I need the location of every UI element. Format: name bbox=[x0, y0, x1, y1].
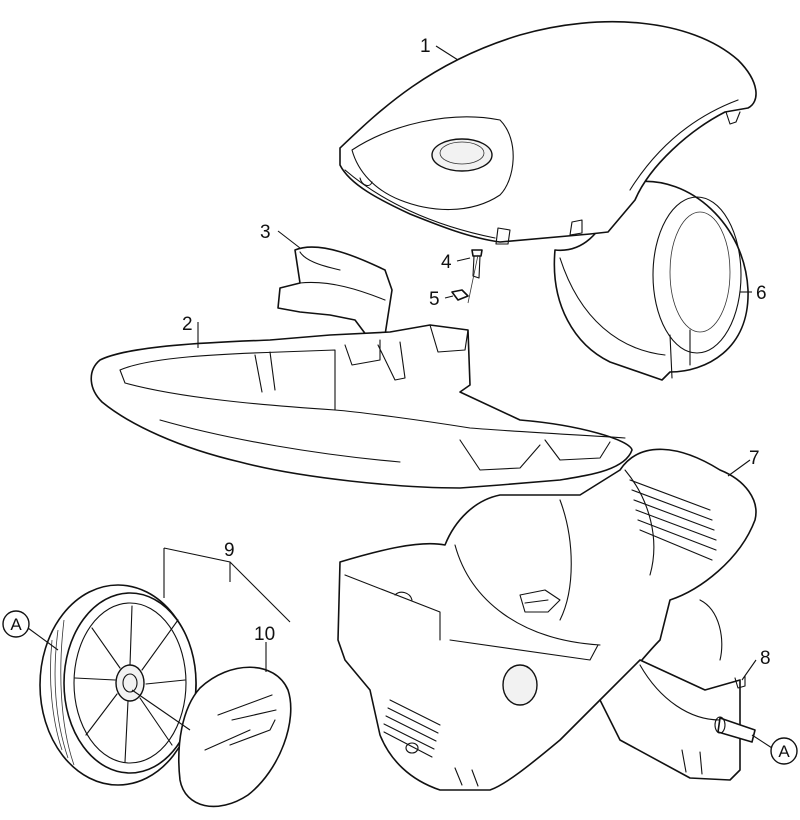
part-4-screw bbox=[471, 249, 483, 279]
leader-1 bbox=[435, 45, 459, 61]
callout-5: 5 bbox=[429, 289, 440, 310]
leader-8 bbox=[741, 659, 757, 681]
part-3-inner-bracket bbox=[277, 246, 393, 341]
callout-4: 4 bbox=[441, 252, 452, 273]
callout-6: 6 bbox=[756, 283, 767, 304]
part-10-hub-cap bbox=[178, 666, 292, 808]
leader-4 bbox=[456, 257, 471, 262]
leader-marker-right bbox=[751, 734, 773, 749]
part-9-wheel bbox=[39, 584, 197, 786]
leader-7 bbox=[727, 459, 751, 477]
callout-7: 7 bbox=[749, 448, 760, 469]
screw-axis-line bbox=[467, 254, 479, 304]
leader-marker-left bbox=[27, 627, 59, 651]
leader-3 bbox=[277, 230, 301, 249]
part-8-axle-bracket bbox=[599, 659, 756, 781]
callout-numbers: 1 2 3 4 5 6 7 8 9 10 bbox=[182, 36, 771, 669]
leader-lines bbox=[27, 45, 773, 749]
leader-9-bracket bbox=[163, 547, 291, 623]
leader-5 bbox=[444, 295, 454, 299]
marker-left-label: A bbox=[10, 615, 22, 634]
reference-marker-right: A bbox=[770, 737, 798, 765]
callout-2: 2 bbox=[182, 314, 193, 335]
callout-9: 9 bbox=[224, 540, 235, 561]
callout-8: 8 bbox=[760, 648, 771, 669]
leader-axle-left bbox=[131, 689, 191, 731]
callout-3: 3 bbox=[260, 222, 271, 243]
part-2-base-tray bbox=[90, 324, 633, 489]
callout-10: 10 bbox=[254, 624, 275, 645]
part-1-top-cover bbox=[339, 20, 757, 245]
reference-marker-left: A bbox=[2, 610, 30, 638]
part-7-main-housing bbox=[337, 448, 757, 791]
marker-right-label: A bbox=[778, 742, 790, 761]
part-5-clip bbox=[451, 289, 469, 301]
callout-1: 1 bbox=[420, 36, 431, 57]
